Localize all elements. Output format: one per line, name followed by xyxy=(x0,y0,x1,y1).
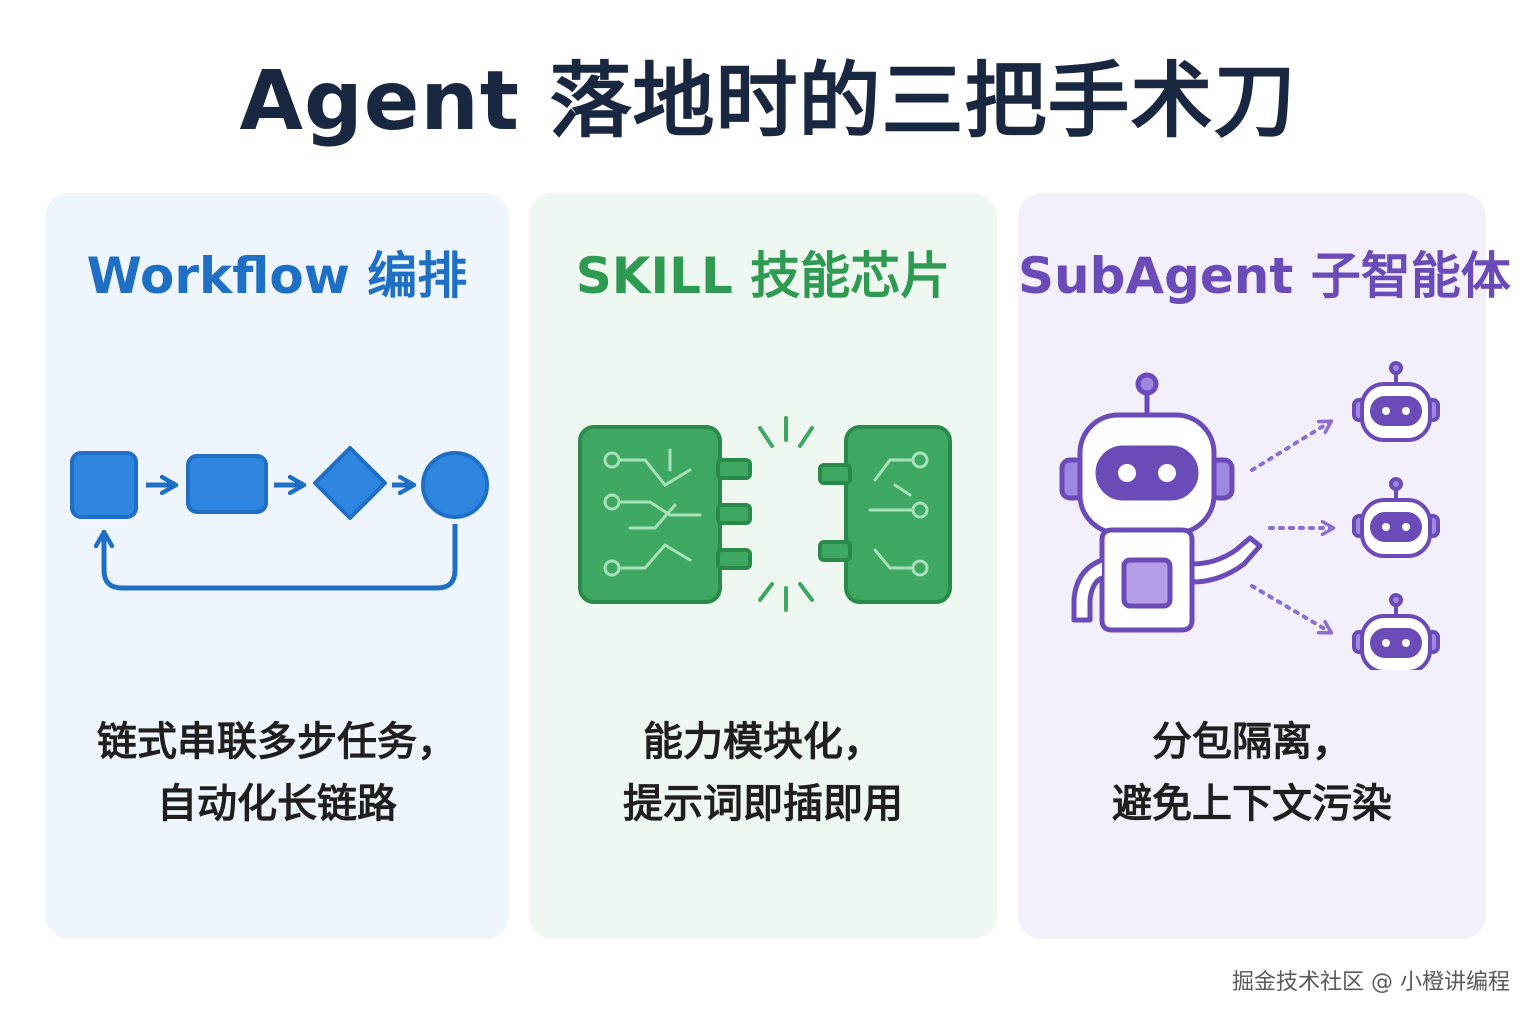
robot-delegation-icon xyxy=(1059,361,1440,670)
subagent-desc-line2: 避免上下文污染 xyxy=(1112,781,1392,827)
workflow-flowchart-icon xyxy=(70,446,489,591)
subagent-heading: SubAgent 子智能体 xyxy=(1018,247,1511,305)
skill-desc-line2: 提示词即插即用 xyxy=(623,781,903,827)
workflow-desc-line1: 链式串联多步任务， xyxy=(97,719,457,765)
page-title: Agent 落地时的三把手术刀 xyxy=(239,54,1297,149)
card-workflow xyxy=(45,193,509,939)
skill-desc-line1: 能力模块化， xyxy=(643,719,883,765)
workflow-desc-line2: 自动化长链路 xyxy=(157,781,397,827)
subagent-desc-line1: 分包隔离， xyxy=(1152,719,1352,765)
workflow-heading: Workflow 编排 xyxy=(86,247,468,305)
skill-heading: SKILL 技能芯片 xyxy=(575,247,951,305)
plug-in-chip-icon xyxy=(578,416,952,612)
watermark: 掘金技术社区 @ 小橙讲编程 xyxy=(1232,970,1510,995)
